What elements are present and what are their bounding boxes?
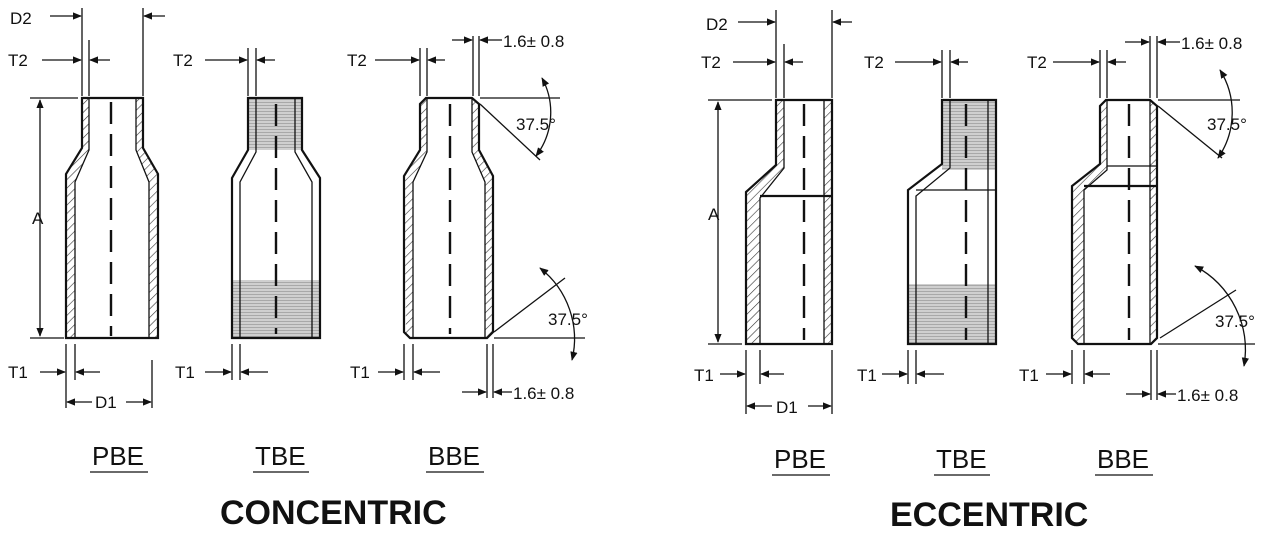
eccentric-tbe-caption: TBE bbox=[936, 444, 987, 474]
concentric-bbe-drawing bbox=[375, 36, 585, 398]
eccentric-pbe-drawing bbox=[708, 10, 852, 414]
concentric-tbe-caption: TBE bbox=[255, 441, 306, 471]
concentric-d1-label: D1 bbox=[95, 393, 117, 412]
concentric-t1-label: T1 bbox=[8, 363, 28, 382]
eccentric-group: D2 T2 A T1 D1 T2 T1 bbox=[694, 10, 1255, 533]
concentric-pbe-caption: PBE bbox=[92, 441, 144, 471]
concentric-root-face-bottom: 1.6± 0.8 bbox=[513, 384, 574, 403]
eccentric-bbe-t2-label: T2 bbox=[1027, 53, 1047, 72]
eccentric-tbe-t2-label: T2 bbox=[864, 53, 884, 72]
eccentric-bevel-angle-bottom: 37.5° bbox=[1215, 312, 1255, 331]
eccentric-tbe-t1-label: T1 bbox=[857, 366, 877, 385]
eccentric-t2-label: T2 bbox=[701, 53, 721, 72]
concentric-group: D2 T2 A T1 D1 T2 T1 bbox=[8, 8, 588, 532]
concentric-bbe-t1-label: T1 bbox=[350, 363, 370, 382]
concentric-bevel-angle-top: 37.5° bbox=[516, 115, 556, 134]
eccentric-d2-label: D2 bbox=[706, 15, 728, 34]
concentric-tbe-drawing bbox=[205, 48, 322, 380]
concentric-bbe-caption: BBE bbox=[428, 441, 480, 471]
concentric-tbe-t2-label: T2 bbox=[173, 51, 193, 70]
concentric-tbe-t1-label: T1 bbox=[175, 363, 195, 382]
concentric-bbe-t2-label: T2 bbox=[347, 51, 367, 70]
eccentric-bbe-t1-label: T1 bbox=[1019, 366, 1039, 385]
eccentric-bevel-angle-top: 37.5° bbox=[1207, 115, 1247, 134]
concentric-pbe-drawing bbox=[30, 8, 165, 408]
eccentric-d1-label: D1 bbox=[776, 398, 798, 417]
eccentric-pbe-caption: PBE bbox=[774, 444, 826, 474]
concentric-t2-label: T2 bbox=[8, 51, 28, 70]
eccentric-tbe-drawing bbox=[882, 50, 998, 384]
concentric-bevel-angle-bottom: 37.5° bbox=[548, 310, 588, 329]
eccentric-bbe-drawing bbox=[1046, 36, 1255, 400]
eccentric-a-label: A bbox=[708, 205, 720, 224]
eccentric-bbe-caption: BBE bbox=[1097, 444, 1149, 474]
eccentric-title: ECCENTRIC bbox=[890, 496, 1088, 533]
eccentric-root-face-bottom: 1.6± 0.8 bbox=[1177, 386, 1238, 405]
eccentric-root-face-top: 1.6± 0.8 bbox=[1181, 34, 1242, 53]
concentric-a-label: A bbox=[32, 209, 44, 228]
concentric-d2-label: D2 bbox=[10, 9, 32, 28]
eccentric-t1-label: T1 bbox=[694, 366, 714, 385]
concentric-root-face-top: 1.6± 0.8 bbox=[503, 32, 564, 51]
concentric-title: CONCENTRIC bbox=[220, 494, 447, 532]
